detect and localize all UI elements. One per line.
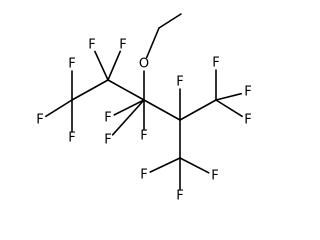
bond-c3-f-c3-bottom-right xyxy=(111,99,145,136)
atom-label-f-cf3-bottom-2: F xyxy=(211,169,218,184)
bond-c2-c3 xyxy=(107,79,145,101)
bond-cf3-top-f-cf3-top-2 xyxy=(215,99,243,118)
atom-label-f-cf3-bottom-1: F xyxy=(140,168,147,183)
bond-c3-c4 xyxy=(143,99,181,121)
bond-c1-f-c1-left xyxy=(45,99,73,118)
bond-c4-cf3-top xyxy=(179,99,217,121)
atom-label-f-c2-top-right: F xyxy=(119,38,126,53)
bond-layer xyxy=(45,13,243,190)
bond-ch3-ethyl-ch2-ethyl xyxy=(158,13,182,29)
atom-label-f-c1-top: F xyxy=(68,57,75,72)
atom-label-f-c1-left: F xyxy=(36,113,43,128)
atom-label-f-c3-bottom-right: F xyxy=(104,133,111,148)
atom-label-o-ether: O xyxy=(139,57,149,72)
bond-c1-c2 xyxy=(71,79,109,101)
bond-cf3-bottom-f-cf3-bottom-2 xyxy=(179,157,210,174)
atom-label-f-c3: F xyxy=(140,129,147,144)
atom-label-f-c1-bottom: F xyxy=(68,131,75,146)
atom-label-f-cf3-top-2: F xyxy=(244,113,251,128)
bond-c2-f-c2-top-right xyxy=(107,50,121,81)
atom-label-f-c3-bottom-left: F xyxy=(104,111,111,126)
bond-ch2-ethyl-o-ether xyxy=(145,27,160,59)
bond-cf3-top-f-cf3-top-3 xyxy=(215,92,242,101)
bond-cf3-bottom-f-cf3-bottom-1 xyxy=(149,157,181,173)
bond-c3-f-c3-bottom-left xyxy=(113,99,145,116)
atom-label-f-c4: F xyxy=(176,75,183,90)
atom-label-f-cf3-bottom-3: F xyxy=(176,189,183,204)
atom-label-f-cf3-top-3: F xyxy=(244,85,251,100)
bond-c2-f-c2-top-left xyxy=(94,50,109,81)
atom-label-f-cf3-top-1: F xyxy=(212,56,219,71)
atom-label-f-c2-top-left: F xyxy=(88,38,95,53)
